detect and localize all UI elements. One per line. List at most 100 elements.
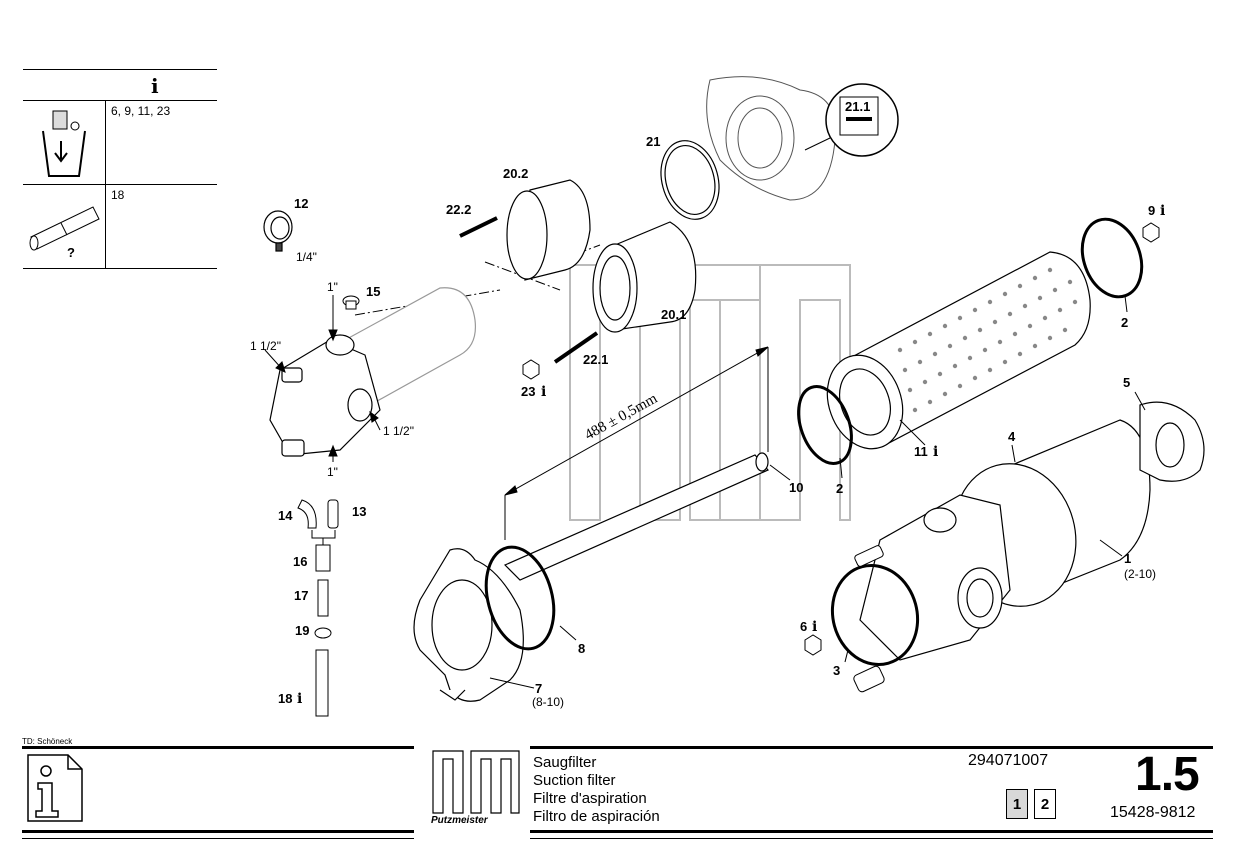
clamp-bolt [853, 545, 885, 693]
callout-15: 15 [366, 284, 380, 299]
footer-rule [22, 830, 414, 833]
gasket-21 [660, 140, 720, 220]
callout-22-2: 22.2 [446, 202, 471, 217]
legend-row-2-text: 18 [111, 188, 125, 202]
part-number: 15428-9812 [1110, 804, 1196, 821]
clamp-ring-3 [830, 563, 920, 667]
filter-housing-1 [859, 419, 1151, 661]
document-titles: Saugfilter Suction filter Filtre d'aspir… [533, 754, 660, 826]
dim-1-1-2-right: 1 1/2" [383, 424, 414, 438]
clamp-19 [314, 627, 332, 639]
footer-rule [530, 746, 1213, 749]
nut-23 [522, 359, 540, 380]
callout-20-1: 20.1 [661, 307, 686, 322]
title-en: Suction filter [533, 772, 616, 789]
callout-19: 19 [295, 623, 309, 638]
info-icon-23: i [541, 384, 546, 400]
dimension-line-488 [504, 346, 769, 540]
document-number: 294071007 [968, 752, 1049, 769]
housing-cap-5 [1139, 401, 1205, 482]
nut-9 [1142, 222, 1160, 243]
callout-13: 13 [352, 504, 366, 519]
callout-1-sub: (2-10) [1124, 567, 1156, 581]
info-icon: i [151, 74, 159, 98]
o-ring-2-a [797, 385, 853, 465]
section-number: 1.5 [1135, 748, 1200, 801]
manual-info-icon [27, 754, 83, 822]
dim-1-inch-top: 1" [327, 280, 338, 294]
fitting-17 [317, 579, 329, 617]
lubricate-disposal-icon [23, 101, 106, 184]
page-1-button[interactable]: 1 [1006, 789, 1028, 819]
callout-21: 21 [646, 134, 660, 149]
footer-rule [22, 746, 414, 749]
flange-7 [413, 548, 524, 702]
footer-rule [530, 830, 1213, 833]
callout-2-b: 2 [1121, 315, 1128, 330]
legend-row-1-text: 6, 9, 11, 23 [111, 104, 171, 118]
callout-7-sub: (8-10) [532, 695, 564, 709]
dim-1-4-inch: 1/4" [296, 250, 317, 264]
dim-1-inch-bottom: 1" [327, 465, 338, 479]
callout-2-a: 2 [836, 481, 843, 496]
legend-table: i 6, 9, 11, 23 ? 18 [23, 69, 217, 269]
title-fr: Filtre d'aspiration [533, 790, 647, 807]
dimension-488-label: 488 ± 0,5mm [582, 390, 660, 443]
callout-23: 23 [521, 384, 535, 399]
callout-8: 8 [578, 641, 585, 656]
dimension-arrows-left [264, 295, 381, 462]
rod-22-1 [553, 331, 599, 364]
dim-1-1-2-left: 1 1/2" [250, 339, 281, 353]
legend-row: 6, 9, 11, 23 [23, 101, 217, 185]
title-de: Saugfilter [533, 754, 597, 771]
callout-14: 14 [278, 508, 293, 523]
rod-22-2 [459, 216, 498, 238]
plug-15 [342, 295, 360, 310]
filter-element-11 [826, 251, 1091, 450]
callout-3: 3 [833, 663, 840, 678]
housing-assembly-left [269, 287, 477, 457]
question-mark: ? [67, 245, 75, 260]
callout-17: 17 [294, 588, 308, 603]
fitting-16 [315, 544, 331, 572]
o-ring-8 [484, 545, 556, 651]
callout-12: 12 [294, 196, 308, 211]
page-2-button[interactable]: 2 [1034, 789, 1056, 819]
legend-row: ? 18 [23, 185, 217, 268]
hose-pipe-icon: ? [23, 185, 106, 268]
callout-1: 1 [1124, 551, 1131, 566]
putzmeister-logo [432, 750, 520, 814]
title-es: Filtro de aspiración [533, 808, 660, 825]
tank-cover-plate [706, 76, 837, 201]
callout-9: 9 [1148, 203, 1155, 218]
legend-header: i [23, 70, 217, 101]
info-icon-9: i [1160, 203, 1165, 219]
nut-6 [804, 634, 822, 656]
footer-rule [22, 838, 414, 839]
gauge-12 [263, 210, 293, 252]
callout-11: 11 [914, 444, 928, 459]
hose-18 [315, 649, 329, 717]
callout-5: 5 [1123, 375, 1130, 390]
callout-16: 16 [293, 554, 307, 569]
sleeve-20-1 [592, 221, 697, 333]
elbow-14 [297, 499, 317, 529]
title-block: TD: Schöneck Putzmeister Saugfilter Suct… [0, 737, 1235, 867]
td-label: TD: Schöneck [22, 737, 73, 746]
info-icon-6: i [812, 619, 817, 635]
fitting-13 [327, 499, 339, 529]
info-icon-11: i [933, 444, 938, 460]
callout-18: 18 [278, 691, 292, 706]
callout-10: 10 [789, 480, 803, 495]
suction-tube-10 [503, 452, 769, 581]
info-icon-18: i [297, 691, 302, 707]
bracket-13-14 [311, 530, 336, 545]
callout-7: 7 [535, 681, 542, 696]
callout-22-1: 22.1 [583, 352, 608, 367]
callout-20-2: 20.2 [503, 166, 528, 181]
callout-21-1: 21.1 [845, 99, 870, 114]
brand-name: Putzmeister [431, 815, 488, 826]
callout-4: 4 [1008, 429, 1016, 444]
ring-20-2 [506, 179, 591, 281]
